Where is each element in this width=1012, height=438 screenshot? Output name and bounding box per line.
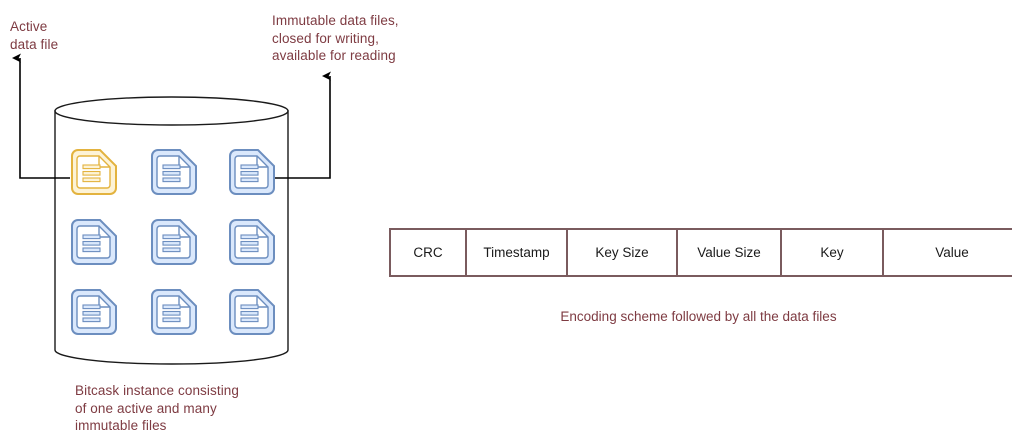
table-cell-crc[interactable]: CRC	[389, 228, 467, 277]
table-cell-value-size[interactable]: Value Size	[676, 228, 782, 277]
active-file-label: Active data file	[10, 19, 59, 52]
table-cell-key[interactable]: Key	[780, 228, 884, 277]
document-icon-active-file-1[interactable]	[71, 149, 117, 195]
document-icon-immutable-file-2[interactable]	[151, 149, 197, 195]
encoding-scheme-table: CRC Timestamp Key Size Value Size Key Va…	[389, 228, 1012, 277]
document-icon-immutable-file-7[interactable]	[71, 289, 117, 335]
encoding-scheme-caption: Encoding scheme followed by all the data…	[560, 309, 837, 324]
immutable-files-callout	[268, 71, 331, 179]
document-icon-immutable-file-9[interactable]	[229, 289, 275, 335]
document-icon-immutable-file-5[interactable]	[151, 219, 197, 265]
document-icon-immutable-file-8[interactable]	[151, 289, 197, 335]
table-cell-value[interactable]: Value	[882, 228, 1012, 277]
immutable-files-label: Immutable data files, closed for writing…	[272, 13, 399, 63]
document-icon-immutable-file-3[interactable]	[229, 149, 275, 195]
table-row: CRC Timestamp Key Size Value Size Key Va…	[389, 228, 1012, 277]
document-icon-immutable-file-6[interactable]	[229, 219, 275, 265]
bitcask-instance-cylinder	[54, 96, 289, 365]
active-file-callout	[12, 53, 70, 179]
table-cell-timestamp[interactable]: Timestamp	[465, 228, 568, 277]
bitcask-instance-label: Bitcask instance consisting of one activ…	[75, 383, 240, 433]
table-cell-key-size[interactable]: Key Size	[566, 228, 678, 277]
document-icon-immutable-file-4[interactable]	[71, 219, 117, 265]
